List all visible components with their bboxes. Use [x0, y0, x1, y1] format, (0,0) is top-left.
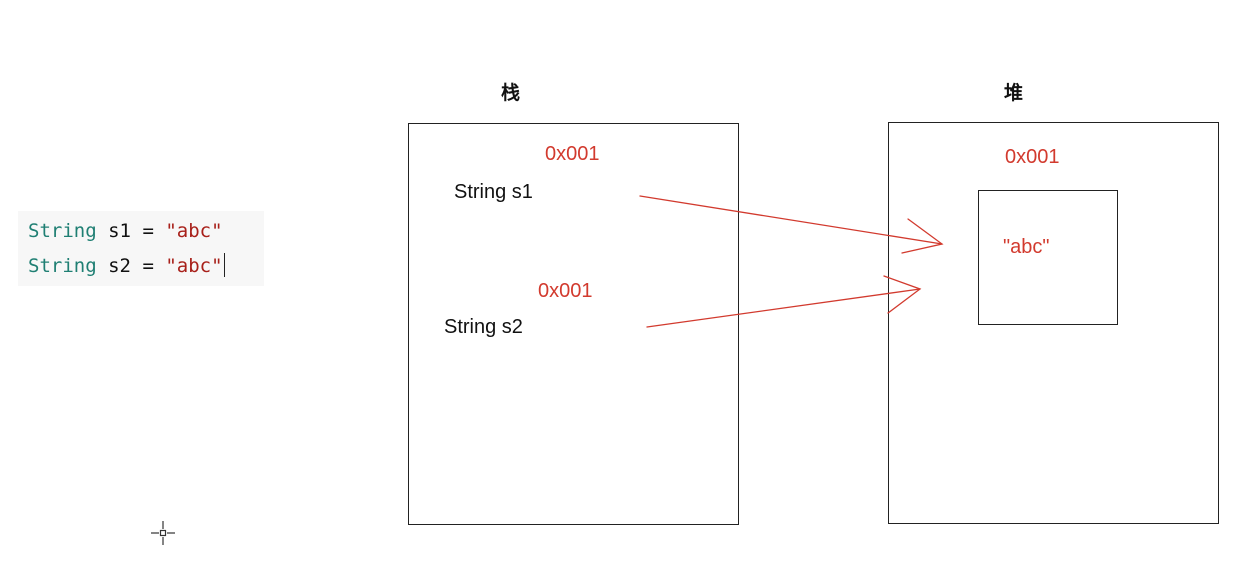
stack-box: [408, 123, 739, 525]
heap-object-value: "abc": [1003, 236, 1050, 258]
stack-s2-address: 0x001: [538, 280, 593, 302]
arrow-s1-to-heap: [639, 195, 944, 254]
text-caret: [223, 253, 225, 277]
code-variable: s2: [108, 255, 131, 277]
heap-title: 堆: [1004, 82, 1024, 104]
heap-box: [888, 122, 1219, 524]
crosshair-cursor-icon: [151, 521, 175, 545]
code-string: "abc": [165, 255, 223, 277]
heap-object-box: [978, 190, 1118, 325]
stack-s2-label: String s2: [444, 316, 523, 338]
code-variable: s1: [108, 220, 131, 242]
arrow-s2-to-heap: [646, 275, 922, 328]
code-line-1: String s1 = "abc": [28, 220, 223, 242]
code-keyword: String: [28, 255, 97, 277]
heap-address: 0x001: [1005, 146, 1060, 168]
code-operator: =: [142, 220, 154, 242]
stack-s1-label: String s1: [454, 181, 533, 203]
stack-s1-address: 0x001: [545, 143, 600, 165]
code-string: "abc": [165, 220, 223, 242]
code-keyword: String: [28, 220, 97, 242]
code-line-2: String s2 = "abc": [28, 253, 225, 277]
code-operator: =: [142, 255, 154, 277]
code-panel: String s1 = "abc" String s2 = "abc": [18, 211, 264, 286]
stack-title: 栈: [501, 82, 521, 104]
